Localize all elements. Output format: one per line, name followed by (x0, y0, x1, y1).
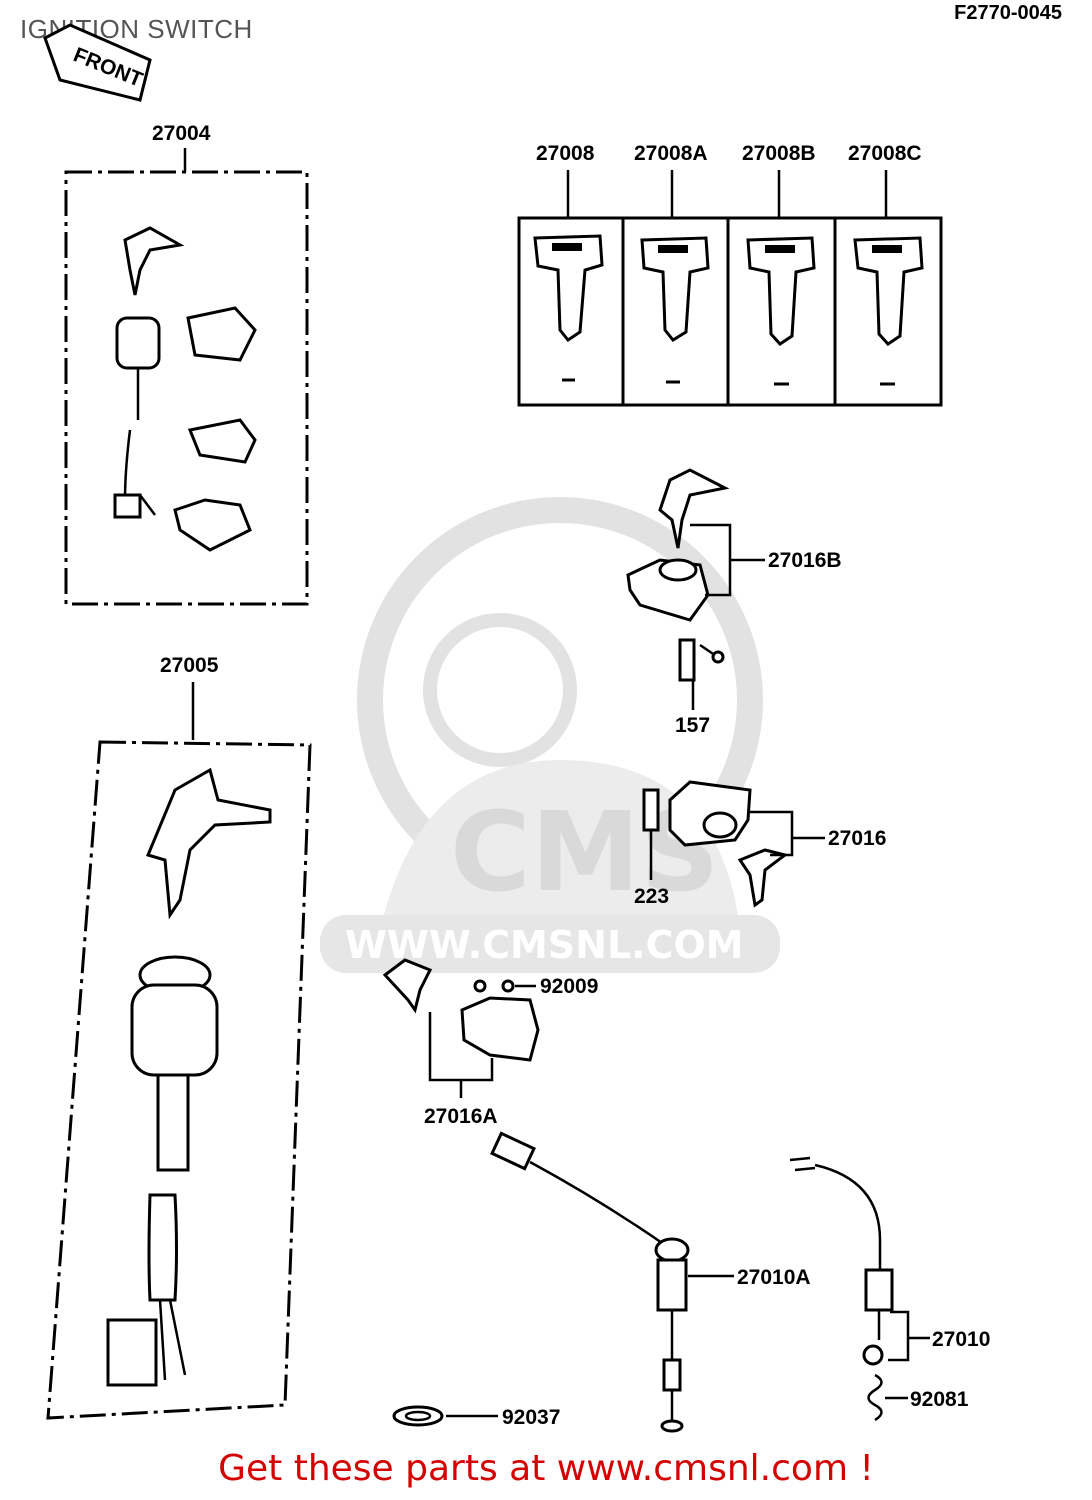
label-27004: 27004 (152, 122, 211, 145)
watermark-url: WWW.CMSNL.COM (345, 923, 744, 967)
key-27008 (533, 234, 604, 382)
footer-link[interactable]: Get these parts at www.cmsnl.com ! (218, 1448, 874, 1489)
part-27016: 27016 (668, 780, 886, 908)
diagram-code: F2770-0045 (954, 2, 1062, 24)
front-arrow: FRONT (43, 23, 152, 102)
label-27008A: 27008A (634, 142, 708, 165)
label-27008C: 27008C (848, 142, 922, 165)
key-27008A (640, 236, 710, 384)
label-27008: 27008 (536, 142, 595, 165)
part-27016B: 27016B (626, 468, 842, 622)
label-223: 223 (634, 885, 669, 908)
part-27010A: 27010A (490, 1131, 811, 1433)
key-27008B (746, 236, 816, 386)
key-27008C (853, 236, 924, 386)
label-27016B: 27016B (768, 549, 842, 572)
part-223: 223 (634, 788, 669, 908)
label-157: 157 (675, 714, 710, 737)
label-27005: 27005 (160, 654, 219, 677)
part-92081: 92081 (867, 1373, 969, 1422)
kit-27004: 27004 (64, 122, 309, 606)
label-27016: 27016 (828, 827, 886, 850)
label-27008B: 27008B (742, 142, 816, 165)
label-27016A: 27016A (424, 1105, 498, 1128)
keys-27008-group: 27008 27008A 27008B 27008C (517, 142, 943, 407)
cms-watermark: CMS WWW.CMSNL.COM (320, 497, 780, 973)
label-92037: 92037 (502, 1406, 560, 1429)
part-27010: 27010 (789, 1156, 990, 1366)
part-92037: 92037 (392, 1405, 560, 1429)
part-27016A: 27016A 92009 (382, 958, 598, 1128)
label-92009: 92009 (540, 975, 598, 998)
part-157: 157 (675, 638, 725, 737)
parts-diagram: CMS WWW.CMSNL.COM FRONT 27004 27005 (43, 23, 990, 1433)
label-27010: 27010 (932, 1328, 990, 1351)
kit-27005: 27005 (46, 654, 312, 1420)
label-27010A: 27010A (737, 1266, 811, 1289)
label-92081: 92081 (910, 1388, 969, 1411)
